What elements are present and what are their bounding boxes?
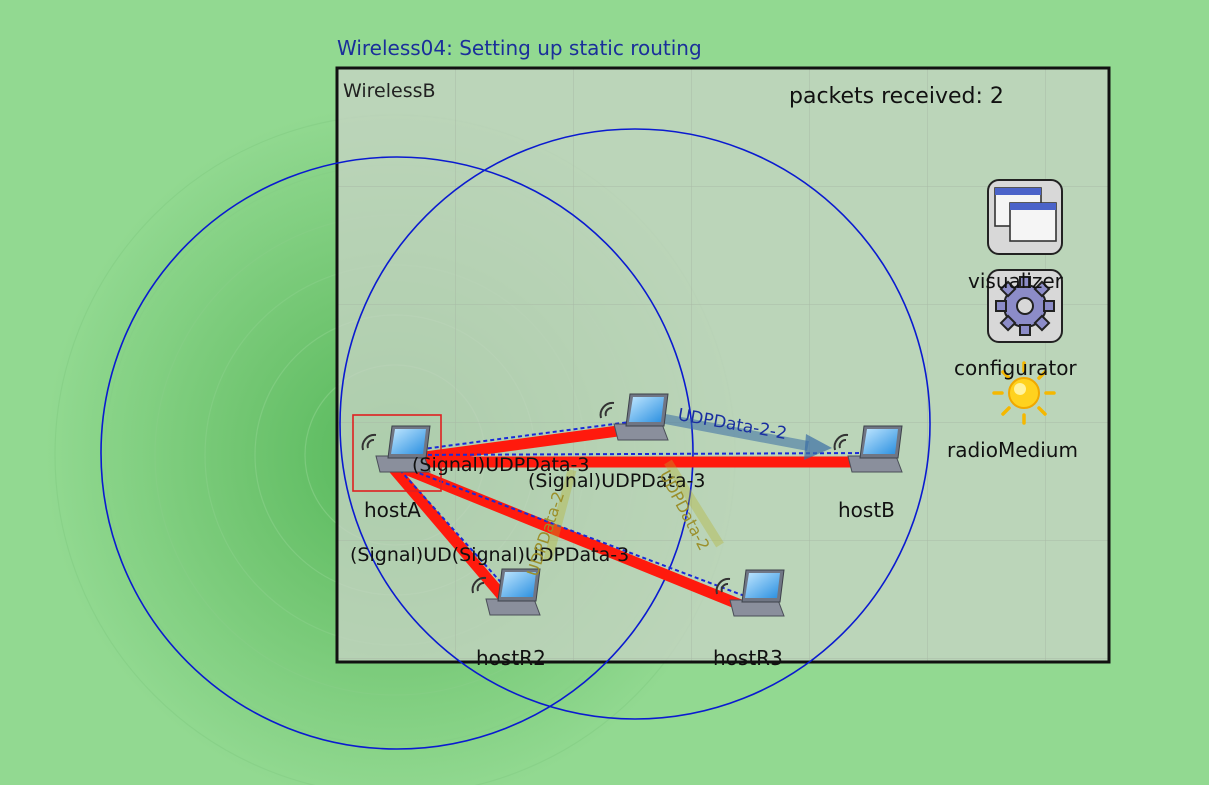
packet-label-signal-1: (Signal)UDPData-3 bbox=[412, 454, 590, 476]
packet-label-signal-2: (Signal)UDPData-3 bbox=[528, 470, 706, 492]
node-label-hostR3[interactable]: hostR3 bbox=[713, 646, 783, 670]
node-label-hostB[interactable]: hostB bbox=[838, 498, 895, 522]
module-label-configurator[interactable]: configurator bbox=[954, 356, 1077, 380]
range-circle-hostA bbox=[100, 156, 694, 750]
packet-arrow-yellow-2 bbox=[543, 468, 577, 562]
packet-arrow-yellow-1 bbox=[664, 459, 724, 548]
module-label-radioMedium[interactable]: radioMedium bbox=[947, 438, 1078, 462]
gear-icon[interactable] bbox=[987, 269, 1063, 343]
packets-received-status: packets received: 2 bbox=[789, 84, 1004, 109]
windows-icon[interactable] bbox=[987, 179, 1063, 255]
packet-arrowhead-blue bbox=[804, 434, 832, 460]
simulation-title: Wireless04: Setting up static routing bbox=[337, 36, 702, 60]
node-label-hostA[interactable]: hostA bbox=[364, 498, 421, 522]
route-lines bbox=[383, 422, 870, 614]
packet-arrow-blue bbox=[659, 413, 809, 451]
node-label-hostR2[interactable]: hostR2 bbox=[476, 646, 546, 670]
module-label-visualizer[interactable]: visualizer bbox=[968, 269, 1063, 293]
packet-label-signal-3: (Signal)UD(Signal)UDPData-3 bbox=[350, 544, 630, 566]
network-name: WirelessB bbox=[343, 80, 436, 102]
sun-icon[interactable] bbox=[992, 361, 1056, 425]
selection-box bbox=[352, 414, 442, 492]
range-circle-hostR1 bbox=[339, 128, 931, 720]
